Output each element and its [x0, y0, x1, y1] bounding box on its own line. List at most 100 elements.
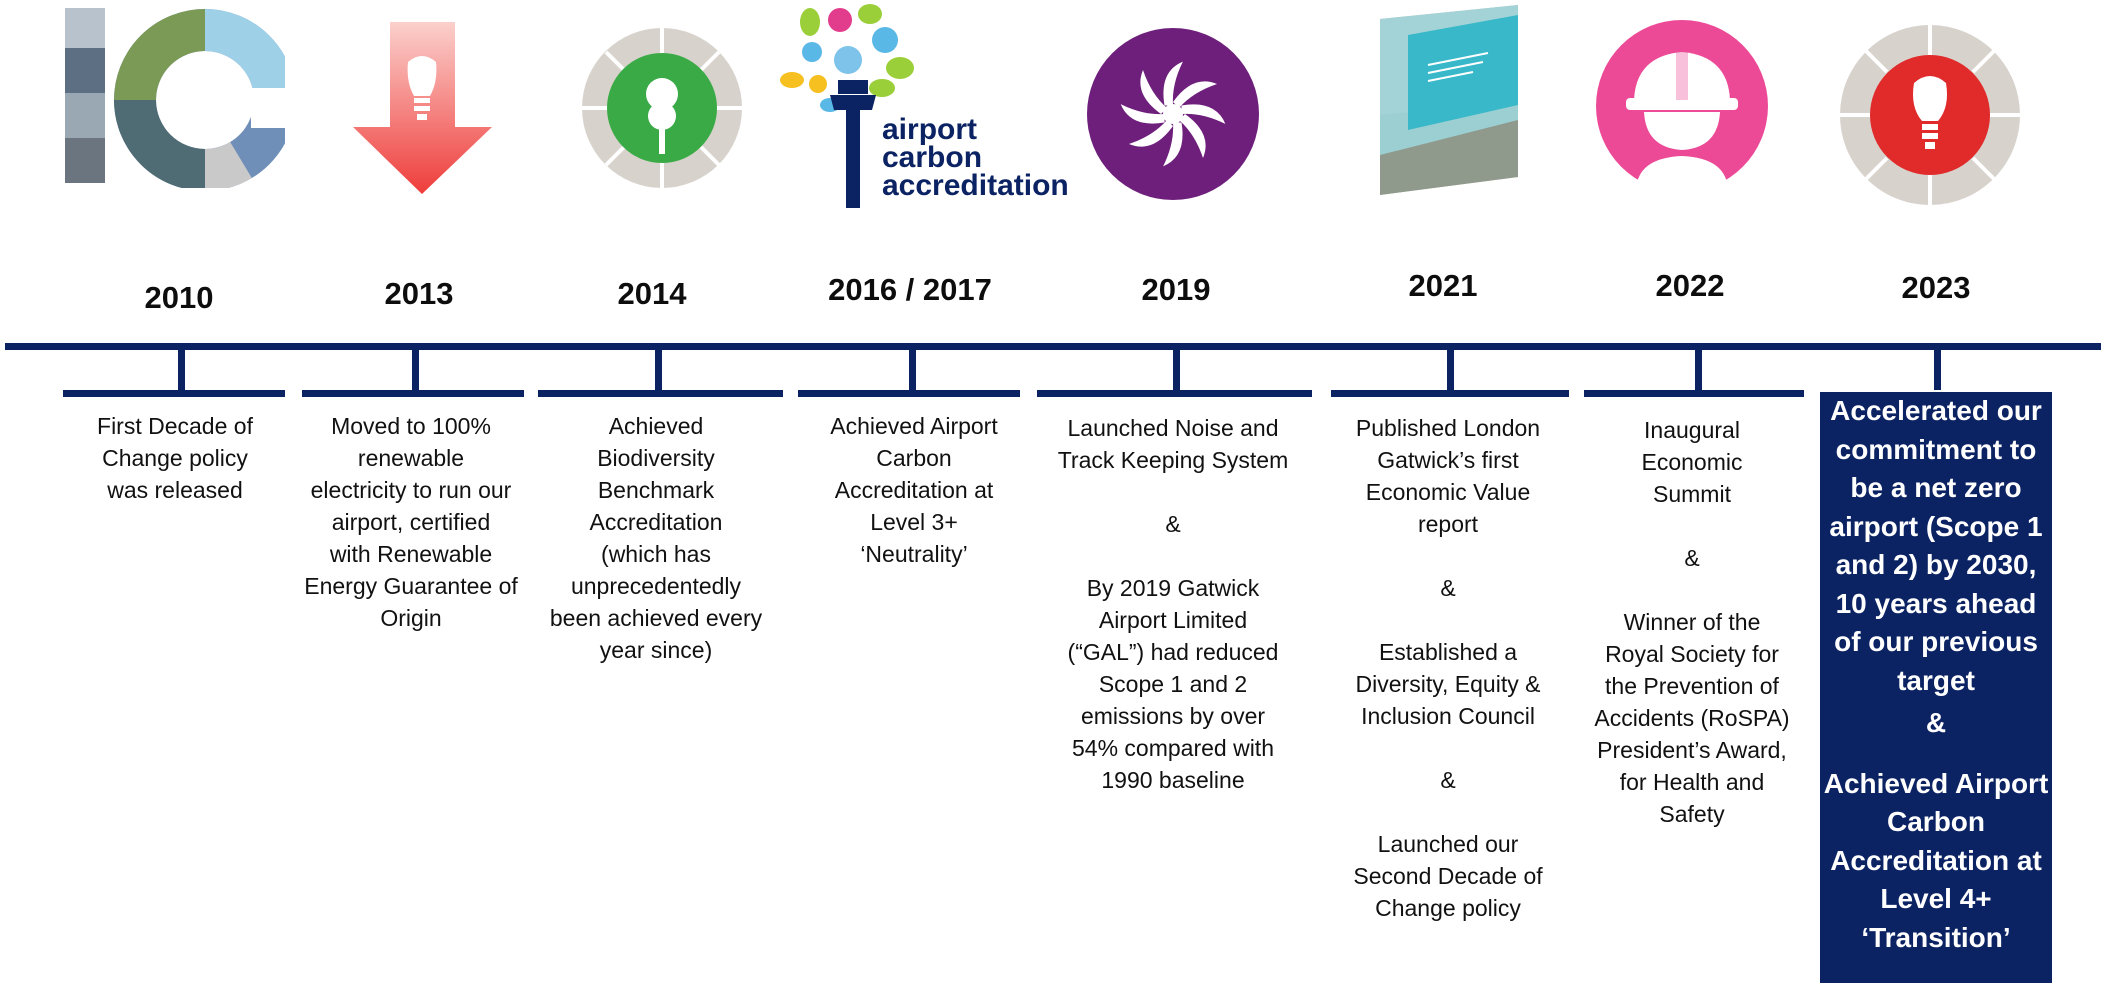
year-2019: 2019 [1141, 272, 1211, 307]
description-line: Accreditation [589, 509, 723, 535]
timeline-bracket [1037, 390, 1312, 397]
description-line: Royal Society for [1605, 641, 1779, 667]
description-line: ‘Neutrality’ [860, 541, 968, 567]
year-2010: 2010 [144, 280, 214, 315]
description-line: Established a [1378, 639, 1518, 665]
timeline-stem [1695, 350, 1702, 390]
description-line: of our previous [1834, 626, 2038, 657]
description-line: Accidents (RoSPA) [1594, 705, 1790, 731]
description-line: & [1165, 511, 1181, 537]
timeline-bracket [798, 390, 1020, 397]
description-line: Safety [1659, 801, 1725, 827]
aca-logo-text: airport carbon accreditation [882, 113, 1069, 202]
description-line: Inclusion Council [1361, 703, 1535, 729]
description-line: Launched Noise and [1067, 415, 1279, 441]
description-line: Achieved Airport [1823, 767, 2049, 799]
timeline-stem [909, 350, 916, 390]
description-line: (“GAL”) had reduced [1067, 639, 1279, 665]
timeline-stem [1934, 350, 1941, 390]
description-line: Benchmark [597, 477, 715, 503]
year-2014: 2014 [617, 276, 687, 311]
timeline-stem [655, 350, 662, 390]
line-spacer [1582, 574, 1802, 606]
description-line: unprecedentedly [570, 573, 742, 599]
description-line: By 2019 Gatwick [1086, 575, 1260, 601]
timeline-axis [5, 343, 2101, 350]
description-line: Summit [1653, 481, 1731, 507]
description-line: Second Decade of [1353, 863, 1543, 889]
timeline-stem [1173, 350, 1180, 390]
line-spacer [1330, 604, 1566, 636]
description-line: Change policy [102, 445, 248, 471]
description-line: Level 4+ [1880, 883, 1992, 914]
description-line: & [1440, 575, 1456, 601]
year-2013: 2013 [384, 276, 454, 311]
line-spacer [1582, 510, 1802, 542]
description-line: been achieved every [549, 605, 763, 631]
biodiversity-tree-icon [580, 26, 745, 191]
year-2022: 2022 [1655, 268, 1725, 303]
description-line: Moved to 100% [331, 413, 491, 439]
description-line: & [1925, 707, 1947, 738]
line-spacer [1040, 540, 1306, 572]
description-line: the Prevention of [1605, 673, 1779, 699]
description-line: 1990 baseline [1101, 767, 1245, 793]
description-line: Accelerated our [1830, 395, 2042, 426]
timeline-stem [178, 350, 185, 390]
aca-line3: accreditation [882, 169, 1069, 202]
energy-bulb-icon [1840, 25, 2020, 205]
safety-helmet-icon [1596, 20, 1768, 192]
description-line: emissions by over [1080, 703, 1266, 729]
economic-value-report-image [1378, 5, 1523, 195]
description-line: & [1684, 545, 1700, 571]
timeline-bracket [63, 390, 285, 397]
year-2021: 2021 [1408, 268, 1478, 303]
aca-line1: airport [882, 113, 978, 146]
description-line: renewable [357, 445, 465, 471]
description-line: be a net zero [1850, 472, 2022, 503]
milestone-2023-description: Accelerated our commitment to be a net zer… [1820, 392, 2052, 957]
description-line: Origin [380, 605, 442, 631]
timeline-bracket [1584, 390, 1804, 397]
description-line: Published London [1355, 415, 1541, 441]
description-line: Achieved Airport [830, 413, 998, 439]
description-line: & [1440, 767, 1456, 793]
description-line: Airport Limited [1098, 607, 1248, 633]
description-line: airport (Scope 1 [1829, 510, 2043, 542]
description-line: Track Keeping System [1057, 447, 1289, 473]
airport-carbon-accreditation-logo: airport carbon accreditation [770, 0, 1070, 210]
description-line: Level 3+ [870, 509, 958, 535]
timeline-bracket [302, 390, 524, 397]
description-line: Achieved [608, 413, 704, 439]
description-line: 54% compared with [1072, 735, 1274, 761]
description-line: target [1897, 664, 1975, 696]
decade-of-change-logo [45, 8, 296, 191]
line-spacer [1330, 540, 1566, 572]
description-line: year since) [599, 637, 713, 663]
renewable-arrow-icon [350, 22, 495, 197]
milestone-2013-description: Moved to 100% renewable electricity to run… [295, 410, 527, 634]
description-line: Accreditation at [1830, 844, 2042, 876]
description-line: report [1417, 511, 1479, 537]
description-line: Carbon [1887, 806, 1985, 837]
aca-line2: carbon [882, 141, 983, 174]
description-line: Launched our [1377, 831, 1519, 857]
description-line: Economic [1641, 449, 1743, 475]
year-2023: 2023 [1901, 270, 1971, 305]
year-2016-2017: 2016 / 2017 [828, 272, 992, 307]
line-spacer [1330, 732, 1566, 764]
description-line: Winner of the [1623, 609, 1761, 635]
description-line: with Renewable [329, 541, 493, 567]
noise-swirl-icon [1087, 28, 1259, 200]
description-line: Diversity, Equity & [1355, 671, 1541, 697]
description-line: electricity to run our [310, 477, 512, 503]
description-line: was released [107, 477, 243, 503]
description-line: commitment to [1835, 433, 2037, 465]
description-line: Biodiversity [597, 445, 715, 471]
description-line: airport, certified [331, 509, 491, 535]
description-line: Economic Value [1365, 479, 1531, 505]
